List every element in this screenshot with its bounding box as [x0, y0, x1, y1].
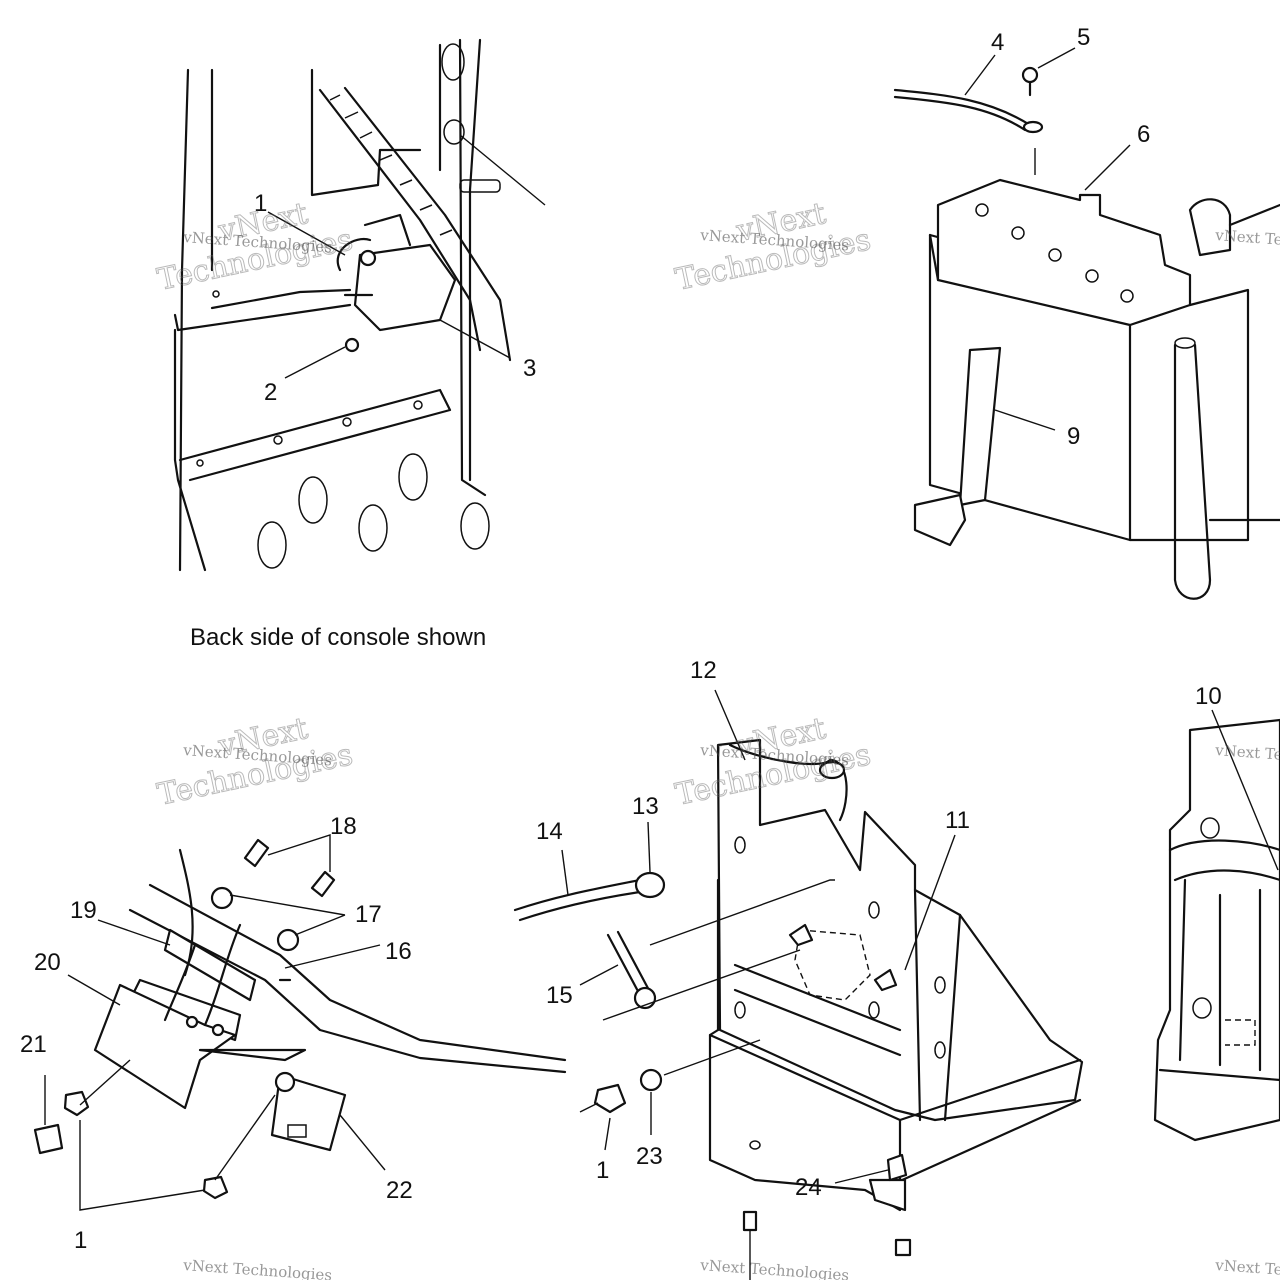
callout-20: 20 — [34, 949, 61, 976]
callout-9: 9 — [1067, 423, 1080, 450]
callout-23: 23 — [636, 1143, 663, 1170]
console-back-assembly — [173, 38, 546, 572]
callout-labels: 1 2 3 4 5 6 9 10 11 12 13 14 15 16 17 18… — [20, 24, 1222, 1254]
watermark-text: vNext Technologies — [182, 1256, 333, 1280]
callout-4: 4 — [991, 29, 1004, 56]
callout-1-top: 1 — [254, 190, 267, 217]
callout-16: 16 — [385, 938, 412, 965]
console-caption: Back side of console shown — [190, 624, 486, 651]
callout-21: 21 — [20, 1031, 47, 1058]
callout-15: 15 — [546, 982, 573, 1009]
watermark-text: vNext Technologies — [699, 1256, 850, 1280]
watermarks: Technologies vNext vNext Technologies Te… — [154, 196, 1280, 1280]
callout-13: 13 — [632, 793, 659, 820]
callout-11: 11 — [945, 807, 970, 834]
callout-22: 22 — [386, 1177, 413, 1204]
callout-12: 12 — [690, 657, 717, 684]
battery-bracket-assembly — [513, 689, 1084, 1280]
callout-3: 3 — [523, 355, 536, 382]
callout-14: 14 — [536, 818, 563, 845]
battery-assembly — [893, 66, 1280, 600]
callout-1-center: 1 — [596, 1157, 609, 1184]
callout-24: 24 — [795, 1174, 822, 1201]
callout-6: 6 — [1137, 121, 1150, 148]
battery-box-partial — [1153, 709, 1280, 1142]
callout-17: 17 — [355, 901, 382, 928]
callout-2: 2 — [264, 379, 277, 406]
callout-1-bottom-left: 1 — [74, 1227, 87, 1254]
harness-relay-assembly — [33, 834, 567, 1211]
callout-19: 19 — [70, 897, 97, 924]
callout-10: 10 — [1195, 683, 1222, 710]
callout-5: 5 — [1077, 24, 1090, 51]
watermark-text: vNext Technologies — [1214, 1256, 1280, 1280]
leader-lines-top — [267, 47, 1131, 431]
callout-18: 18 — [330, 813, 357, 840]
